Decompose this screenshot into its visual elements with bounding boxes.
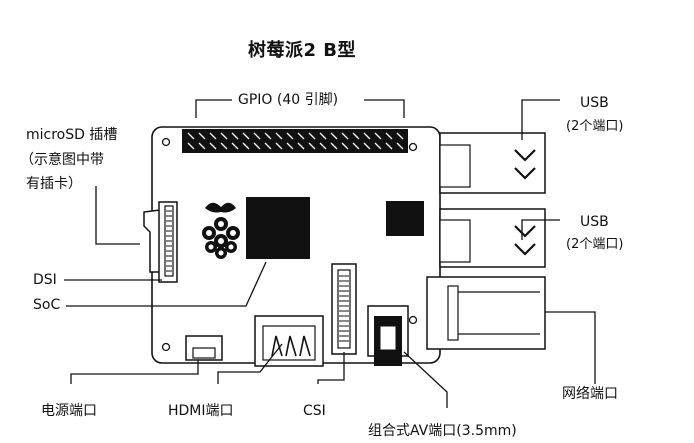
gpio-pin-top: [187, 132, 195, 140]
usb-bottom-sub-label: (2个端口): [566, 237, 624, 252]
gpio-pin-top: [264, 132, 272, 140]
hdmi-label: HDMI端口: [168, 403, 234, 419]
gpio-header: [182, 129, 408, 153]
power-label: 电源端口: [41, 403, 97, 419]
gpio-pin-bottom: [286, 142, 294, 150]
gpio-pin-bottom: [374, 142, 382, 150]
usb-block-top: [439, 132, 546, 194]
usb-block-bottom: [439, 208, 546, 268]
gpio-pin-bottom: [319, 142, 327, 150]
diagram-title: 树莓派2 B型: [248, 40, 357, 61]
gpio-pin-bottom: [231, 142, 239, 150]
dsi-label: DSI: [33, 272, 57, 288]
raspberry-logo-icon: [202, 202, 240, 259]
usb-top-label: USB: [580, 95, 609, 111]
gpio-pin-bottom: [352, 142, 360, 150]
gpio-pin-top: [374, 132, 382, 140]
gpio-label: GPIO (40 引脚): [236, 91, 341, 109]
gpio-pin-top: [330, 132, 338, 140]
gpio-pin-top: [198, 132, 206, 140]
gpio-pin-bottom: [187, 142, 195, 150]
soc-chip: [246, 197, 310, 259]
gpio-pin-top: [396, 132, 404, 140]
mount-hole-tr: [408, 142, 418, 152]
gpio-pin-bottom: [264, 142, 272, 150]
csi-label: CSI: [303, 403, 326, 419]
mount-hole-tl: [161, 137, 171, 147]
gpio-pin-top: [341, 132, 349, 140]
gpio-pin-top: [220, 132, 228, 140]
av-label: 组合式AV端口(3.5mm): [368, 423, 517, 439]
gpio-pin-top: [385, 132, 393, 140]
ethernet-port: [426, 276, 546, 350]
microsd-label-line3: 有插卡）: [26, 176, 82, 192]
dsi-connector: [164, 205, 174, 277]
gpio-pin-bottom: [330, 142, 338, 150]
gpio-pin-bottom: [275, 142, 283, 150]
microsd-label-line2: （示意图中带: [20, 152, 104, 168]
gpio-pin-bottom: [396, 142, 404, 150]
csi-connector: [331, 263, 357, 355]
gpio-pin-top: [275, 132, 283, 140]
gpio-pin-bottom: [198, 142, 206, 150]
hdmi-port: [254, 315, 324, 367]
ethernet-label: 网络端口: [562, 386, 618, 402]
lan-chip: [386, 201, 424, 236]
gpio-pin-top: [253, 132, 261, 140]
microsd-label-line1: microSD 插槽: [26, 127, 118, 143]
mount-hole-bl: [161, 342, 171, 352]
usb-bottom-label: USB: [580, 214, 609, 230]
gpio-pin-top: [308, 132, 316, 140]
gpio-pin-bottom: [363, 142, 371, 150]
soc-label: SoC: [33, 297, 61, 313]
gpio-pin-bottom: [308, 142, 316, 150]
gpio-pin-top: [209, 132, 217, 140]
gpio-pin-bottom: [220, 142, 228, 150]
gpio-pin-top: [297, 132, 305, 140]
gpio-pin-top: [242, 132, 250, 140]
gpio-pin-top: [231, 132, 239, 140]
mount-hole-br: [408, 315, 418, 325]
gpio-pin-top: [319, 132, 327, 140]
gpio-pin-top: [286, 132, 294, 140]
gpio-pin-bottom: [341, 142, 349, 150]
gpio-pin-bottom: [385, 142, 393, 150]
gpio-pin-bottom: [297, 142, 305, 150]
gpio-pin-top: [352, 132, 360, 140]
gpio-pin-bottom: [242, 142, 250, 150]
usb-top-sub-label: (2个端口): [566, 119, 624, 134]
av-jack: [367, 305, 409, 366]
gpio-pin-bottom: [209, 142, 217, 150]
gpio-pin-bottom: [253, 142, 261, 150]
gpio-pin-top: [363, 132, 371, 140]
power-port: [185, 335, 223, 361]
leader-lines: [64, 99, 596, 408]
